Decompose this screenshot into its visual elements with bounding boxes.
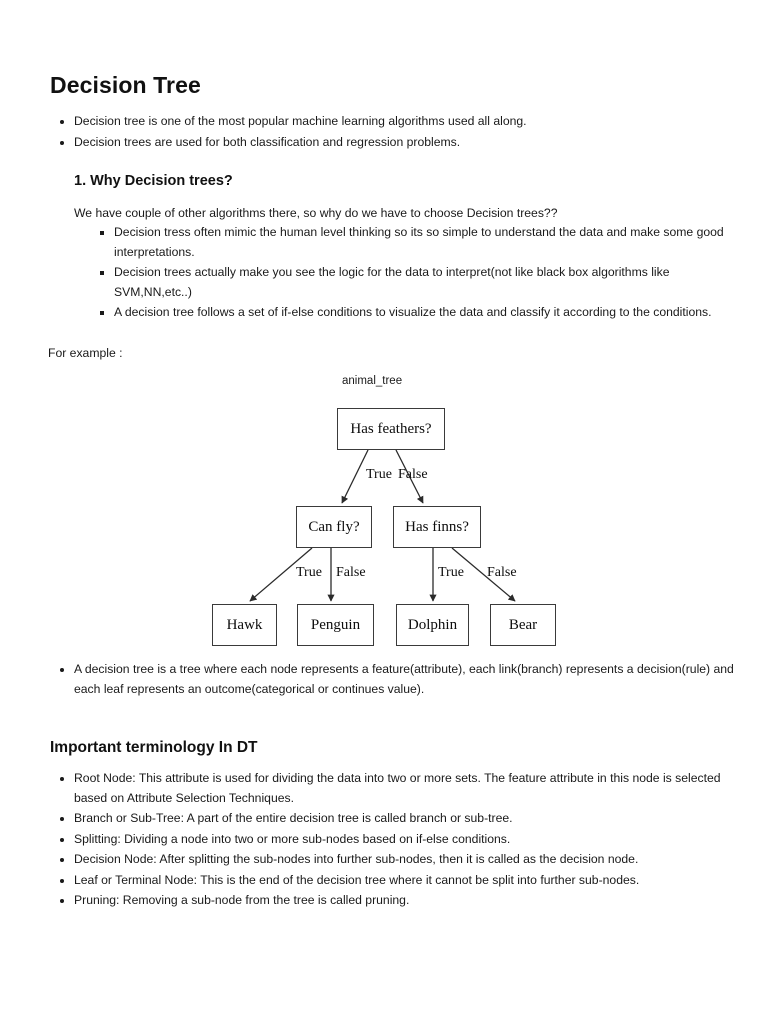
- list-item: Decision tree is one of the most popular…: [74, 111, 734, 131]
- tree-node-root[interactable]: Has feathers?: [337, 408, 445, 450]
- list-item: Leaf or Terminal Node: This is the end o…: [74, 871, 754, 891]
- edge-label-left-false: False: [336, 565, 366, 580]
- tree-edges: [249, 449, 516, 602]
- tree-node-can-fly[interactable]: Can fly?: [296, 506, 372, 548]
- tree-node-penguin[interactable]: Penguin: [297, 604, 374, 646]
- tree-node-bear[interactable]: Bear: [490, 604, 556, 646]
- list-item: Branch or Sub-Tree: A part of the entire…: [74, 809, 754, 829]
- terminology-bullet-list: Root Node: This attribute is used for di…: [50, 769, 754, 912]
- section-heading-important-terminology: Important terminology In DT: [50, 739, 258, 756]
- intro-bullet-list: Decision tree is one of the most popular…: [50, 111, 734, 153]
- list-item: A decision tree is a tree where each nod…: [74, 659, 739, 699]
- list-item: Pruning: Removing a sub-node from the tr…: [74, 891, 754, 911]
- list-item: Decision trees actually make you see the…: [114, 263, 742, 302]
- list-item: Decision Node: After splitting the sub-n…: [74, 850, 754, 870]
- post-diagram-bullet-list: A decision tree is a tree where each nod…: [50, 659, 739, 699]
- edge-label-left-true: True: [296, 565, 322, 580]
- for-example-label: For example :: [48, 346, 123, 360]
- edge-label-root-false: False: [398, 467, 428, 482]
- tree-node-hawk[interactable]: Hawk: [212, 604, 277, 646]
- diagram-caption: animal_tree: [342, 375, 403, 387]
- page-title: Decision Tree: [50, 72, 201, 98]
- list-item: Decision trees are used for both classif…: [74, 132, 734, 152]
- why-bullet-list: Decision tress often mimic the human lev…: [92, 223, 742, 324]
- why-lead-paragraph: We have couple of other algorithms there…: [74, 206, 558, 220]
- animal-tree-diagram: animal_tree Has feathers? Can fly? Has f…: [190, 366, 590, 656]
- tree-node-dolphin[interactable]: Dolphin: [396, 604, 469, 646]
- section-heading-why-decision-trees: 1. Why Decision trees?: [74, 173, 233, 189]
- list-item: A decision tree follows a set of if-else…: [114, 303, 742, 323]
- list-item: Decision tress often mimic the human lev…: [114, 223, 742, 262]
- edge-label-root-true: True: [366, 467, 392, 482]
- edge-label-right-false: False: [487, 565, 517, 580]
- edge-label-right-true: True: [438, 565, 464, 580]
- list-item: Splitting: Dividing a node into two or m…: [74, 830, 754, 850]
- list-item: Root Node: This attribute is used for di…: [74, 769, 754, 808]
- tree-node-has-finns[interactable]: Has finns?: [393, 506, 481, 548]
